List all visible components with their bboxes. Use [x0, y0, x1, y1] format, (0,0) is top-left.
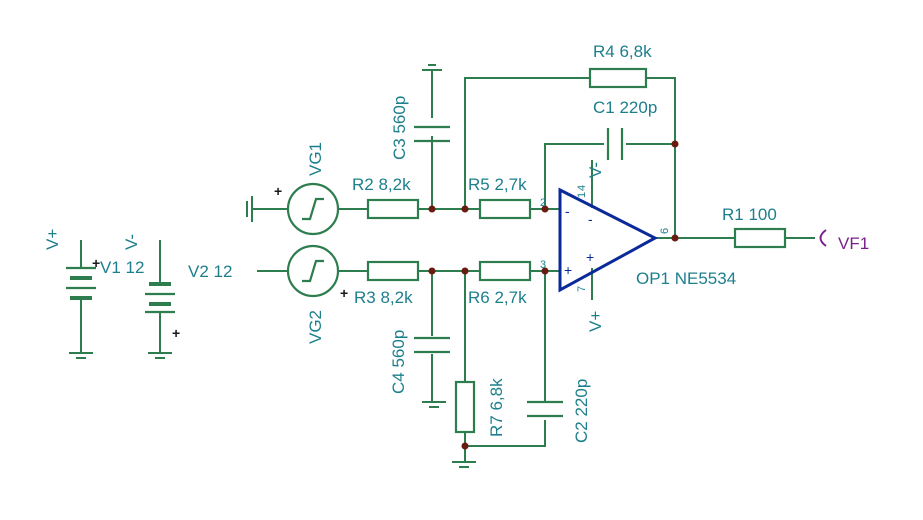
label-vg1: VG1	[306, 142, 325, 176]
voltage-probe-vf1[interactable]	[819, 229, 827, 247]
batteries	[66, 266, 175, 314]
capacitor-c3[interactable]	[414, 125, 450, 143]
label-r7: R7 6,8k	[487, 378, 506, 437]
ground-symbol-vg1	[246, 196, 253, 222]
pin-number-6: 6	[659, 228, 671, 234]
label-opamp-pin-v-minus: V-	[586, 162, 605, 178]
ground-symbol-c4	[422, 401, 446, 408]
label-v-plus-rail: V+	[43, 229, 62, 250]
battery-v2[interactable]	[145, 282, 175, 314]
wires	[80, 70, 815, 462]
resistor-r3[interactable]	[366, 260, 420, 282]
opamp-rail-minus-sign: -	[588, 211, 593, 227]
svg-text:4: 4	[576, 185, 588, 191]
label-c1: C1 220p	[593, 98, 657, 117]
vg2-plus-sign: +	[340, 285, 348, 301]
v2-plus-sign: +	[172, 325, 180, 341]
pin-number-2: 2	[540, 197, 546, 209]
label-opamp-pin-v-plus: V+	[586, 311, 605, 332]
capacitor-c1[interactable]	[606, 128, 624, 160]
opamp-plus-sign: +	[564, 262, 572, 278]
generator-vg1[interactable]	[286, 182, 340, 236]
vg1-plus-sign: +	[274, 183, 282, 199]
ground-symbol-v1	[69, 352, 93, 359]
resistor-r4[interactable]	[588, 67, 648, 89]
ground-symbol-main	[452, 461, 476, 468]
capacitors	[414, 125, 624, 418]
pin-number-7: 7	[576, 286, 588, 292]
capacitor-c4[interactable]	[414, 336, 450, 354]
label-r1: R1 100	[722, 205, 777, 224]
label-v1: V1 12	[100, 258, 144, 277]
signal-generators	[286, 182, 340, 298]
resistor-r7[interactable]	[454, 380, 476, 434]
label-v-minus-rail: V-	[122, 234, 141, 250]
label-r3: R3 8,2k	[354, 288, 413, 307]
label-r6: R6 2,7k	[468, 288, 527, 307]
pin-number-3: 3	[540, 259, 546, 271]
label-c3: C3 560p	[390, 96, 409, 160]
label-c4: C4 560p	[389, 330, 408, 394]
label-v2: V2 12	[188, 262, 232, 281]
label-c2: C2 220p	[572, 379, 591, 443]
ground-symbol-v2	[148, 352, 172, 359]
opamp-rail-plus-sign: +	[586, 249, 594, 265]
label-vf1: VF1	[838, 234, 869, 253]
battery-v1[interactable]	[66, 266, 96, 300]
pin-number-14: 1 4	[576, 185, 588, 198]
resistors	[366, 67, 787, 434]
label-r2: R2 8,2k	[352, 175, 411, 194]
label-r4: R4 6,8k	[593, 42, 652, 61]
v1-plus-sign: +	[92, 255, 100, 271]
label-r5: R5 2,7k	[468, 175, 527, 194]
label-opamp: OP1 NE5534	[636, 269, 736, 288]
label-vg2: VG2	[306, 310, 325, 344]
resistor-r5[interactable]	[478, 198, 532, 220]
svg-text:1: 1	[576, 192, 588, 198]
opamp-op1[interactable]	[558, 187, 659, 293]
junction-dots	[428, 140, 679, 450]
resistor-r6[interactable]	[478, 260, 532, 282]
resistor-r2[interactable]	[366, 198, 420, 220]
ground-symbol-c3	[422, 64, 442, 71]
opamp-minus-sign: -	[565, 203, 570, 219]
generator-vg2[interactable]	[286, 244, 340, 298]
capacitor-c2[interactable]	[527, 400, 563, 418]
resistor-r1[interactable]	[733, 227, 787, 249]
